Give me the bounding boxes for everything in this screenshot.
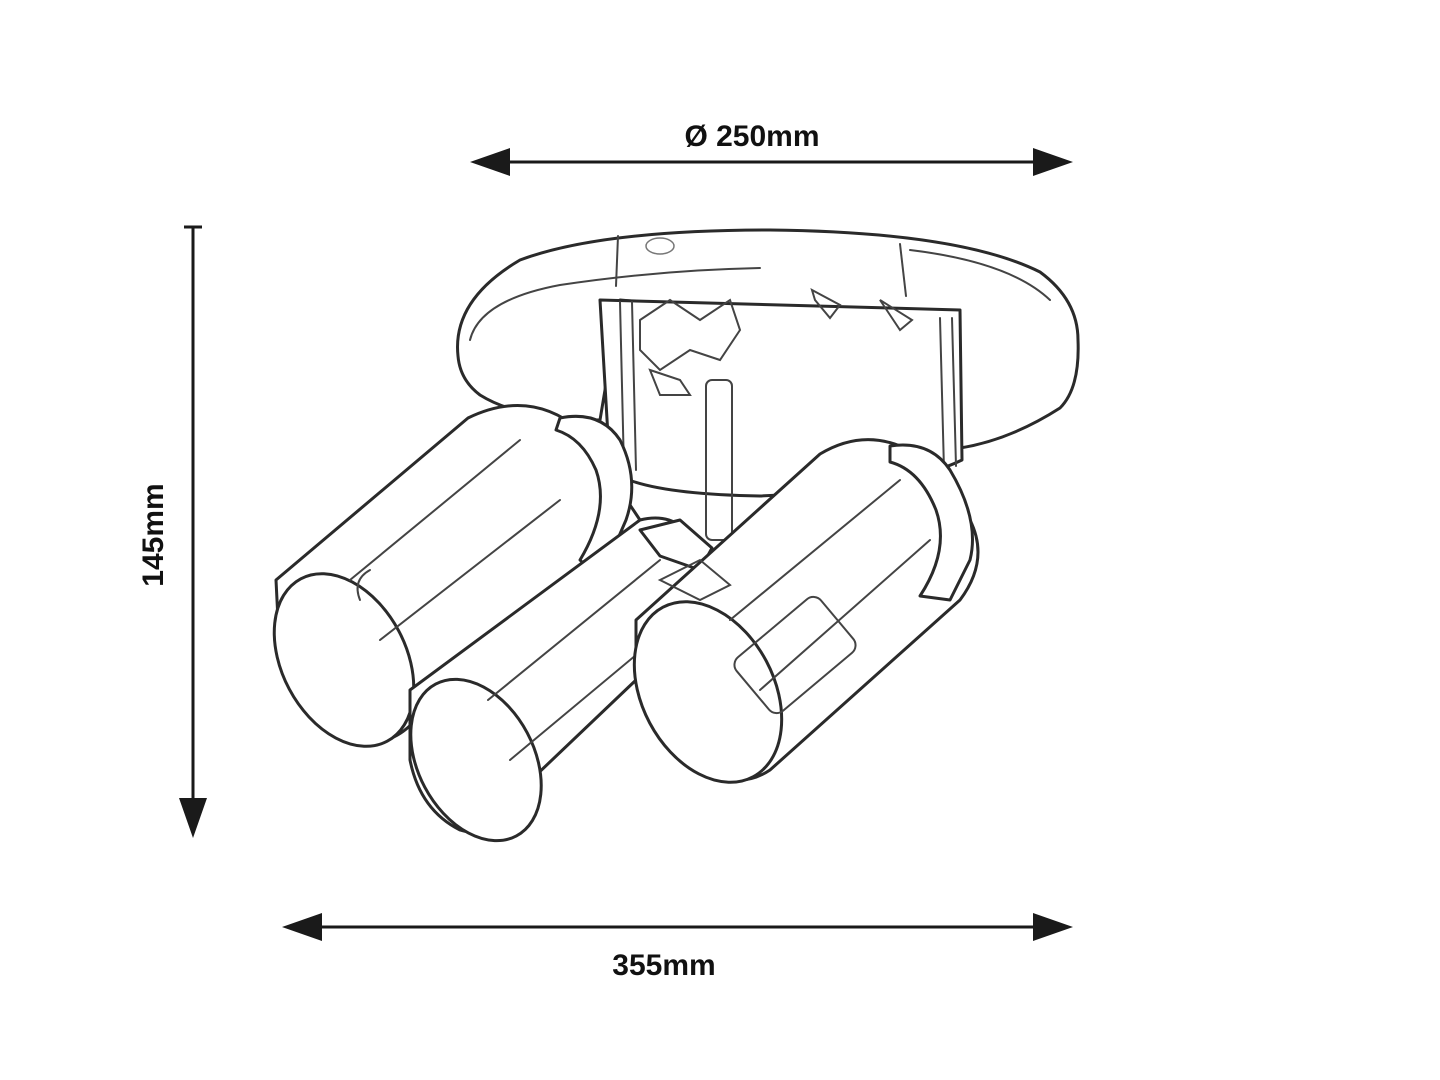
diameter-arrow-right [1033,148,1073,176]
width-dimension: 355mm [282,913,1073,982]
diameter-label: Ø 250mm [684,120,819,153]
diameter-dimension: Ø 250mm [470,120,1073,176]
ceiling-lamp-illustration [272,228,1080,843]
diameter-arrow-left [470,148,510,176]
height-arrow-bottom [179,798,207,838]
height-label: 145mm [137,483,170,586]
lamp-shade-left [272,404,642,748]
lamp-shade-right [632,438,980,784]
lamp-shade-middle [408,516,722,843]
width-arrow-right [1033,913,1073,941]
width-label: 355mm [612,949,715,982]
height-dimension: 145mm [137,225,207,838]
width-arrow-left [282,913,322,941]
